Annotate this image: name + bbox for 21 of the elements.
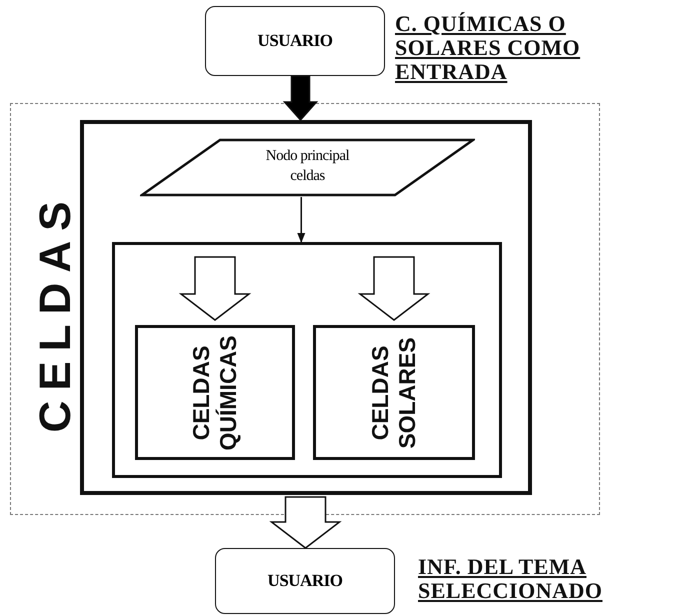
hollow-arrow xyxy=(178,256,252,321)
note-text: C. QUÍMICAS O SOLARES COMO ENTRADA xyxy=(395,12,582,84)
container-box xyxy=(80,120,532,495)
parallelogram-node xyxy=(140,138,475,197)
user-box xyxy=(215,548,395,614)
user-box xyxy=(205,6,385,76)
section-title: CELDAS xyxy=(31,192,81,432)
inner-box xyxy=(112,242,502,478)
cell-box xyxy=(135,325,295,460)
node-label: CELDAS SOLARES xyxy=(367,336,421,450)
node-label: USUARIO xyxy=(258,31,332,51)
node-label: Nodo principal celdas xyxy=(264,147,350,186)
block-arrow xyxy=(282,75,318,122)
note-text: INF. DEL TEMA SELECCIONADO xyxy=(418,555,604,603)
dashed-region xyxy=(10,103,600,515)
hollow-arrow xyxy=(269,496,342,549)
hollow-arrow xyxy=(358,256,430,321)
node-label: USUARIO xyxy=(268,571,342,591)
arrow xyxy=(297,197,306,243)
node-label: CELDAS QUÍMICAS xyxy=(188,334,242,452)
cell-box xyxy=(313,325,475,460)
